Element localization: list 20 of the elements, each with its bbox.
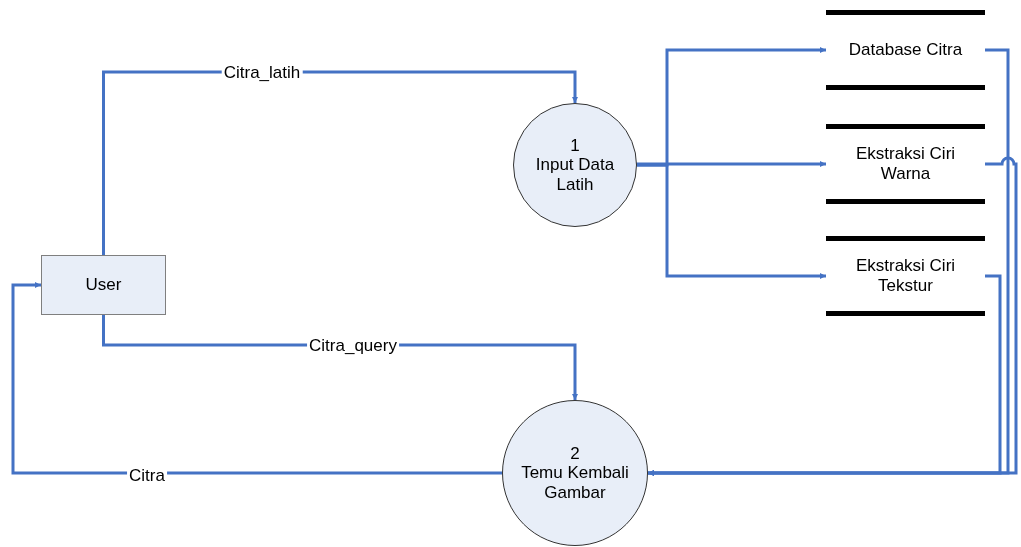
edge-label: Citra — [127, 466, 167, 484]
arrow — [102, 70, 578, 255]
data-store — [826, 236, 985, 316]
node-label: Database Citra — [848, 40, 963, 60]
arrow — [635, 161, 826, 167]
arrow — [648, 274, 1002, 476]
arrow — [11, 282, 502, 475]
node-label: Ekstraksi Ciri Warna — [854, 144, 957, 184]
data-store — [826, 124, 985, 204]
node-label: 2 — [570, 443, 580, 464]
node-label: User — [85, 275, 122, 295]
entity-box — [41, 255, 166, 315]
edge-label: Citra_query — [307, 336, 399, 354]
node-label: Temu Kembali Gambar — [520, 463, 630, 503]
edge-label: Citra_latih — [221, 63, 303, 81]
node-label: Input Data Latih — [534, 155, 616, 195]
arrow — [637, 163, 826, 279]
node-label: Ekstraksi Ciri Tekstur — [854, 256, 957, 296]
data-store — [826, 10, 985, 90]
node-label: 1 — [570, 135, 580, 156]
